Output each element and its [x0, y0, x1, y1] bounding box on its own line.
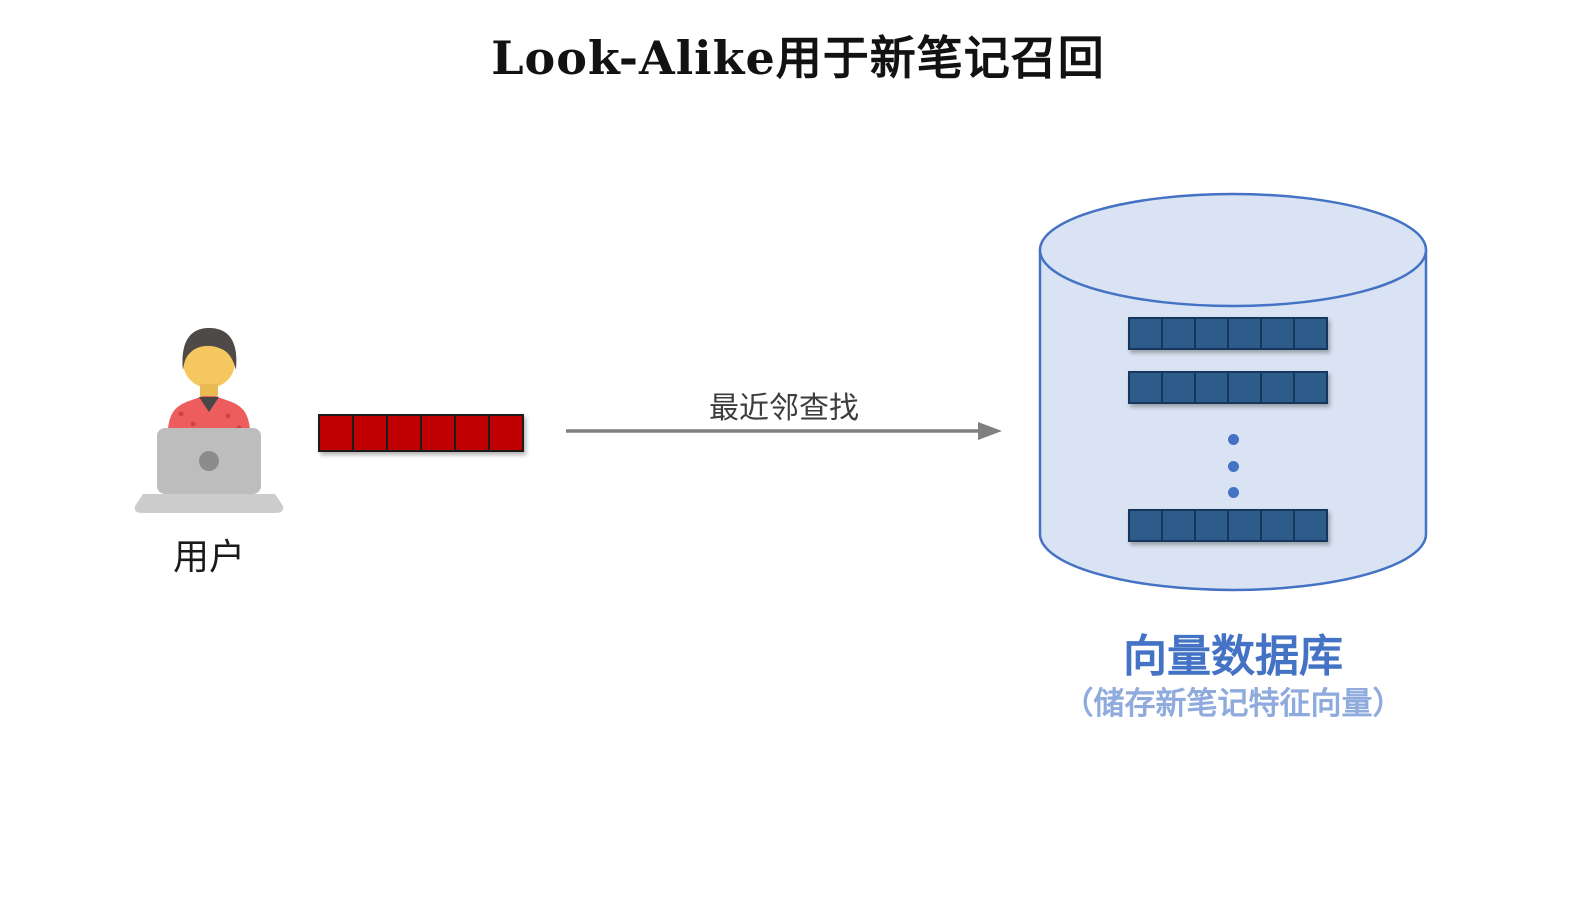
- vector-cell: [1260, 509, 1295, 542]
- vector-cell: [386, 414, 422, 452]
- vector-cell: [1227, 509, 1262, 542]
- vertical-ellipsis-icon: [1227, 434, 1239, 498]
- vector-cell: [1227, 317, 1262, 350]
- note-vector-row: [1128, 317, 1328, 350]
- vector-cell: [1260, 317, 1295, 350]
- vector-cell: [1161, 371, 1196, 404]
- ellipsis-dot: [1227, 487, 1239, 498]
- user-label: 用户: [172, 537, 245, 578]
- database-subtitle: （储存新笔记特征向量）: [1062, 686, 1404, 722]
- vector-cell: [1293, 371, 1328, 404]
- database-title: 向量数据库: [1123, 631, 1343, 682]
- nearest-neighbor-arrow: [566, 419, 1002, 443]
- vector-cell: [1194, 371, 1229, 404]
- ellipsis-dot: [1227, 460, 1239, 472]
- vector-cell: [454, 414, 490, 452]
- vector-cell: [1227, 371, 1262, 404]
- vector-cell: [420, 414, 456, 452]
- vector-cell: [1260, 371, 1295, 404]
- vector-cell: [1128, 317, 1163, 350]
- right-arrow-icon: [566, 422, 1002, 440]
- vector-cell: [318, 414, 354, 452]
- ellipsis-dot: [1227, 434, 1239, 445]
- vector-cell: [1128, 371, 1163, 404]
- user-vector: [318, 414, 524, 452]
- vector-cell: [1128, 509, 1163, 542]
- note-vector-row: [1128, 509, 1328, 542]
- vector-cell: [1161, 317, 1196, 350]
- vector-cell: [1194, 317, 1229, 350]
- arrow-label: 最近邻查找: [709, 391, 859, 426]
- vector-cell: [1293, 317, 1328, 350]
- diagram-title: Look-Alike用于新笔记召回: [491, 31, 1105, 85]
- user-icon: [134, 328, 284, 513]
- vector-cell: [352, 414, 388, 452]
- vector-cell: [488, 414, 524, 452]
- vector-cell: [1194, 509, 1229, 542]
- vector-cell: [1161, 509, 1196, 542]
- person-at-laptop-icon: [133, 312, 285, 517]
- vector-cell: [1293, 509, 1328, 542]
- note-vector-row: [1128, 371, 1328, 404]
